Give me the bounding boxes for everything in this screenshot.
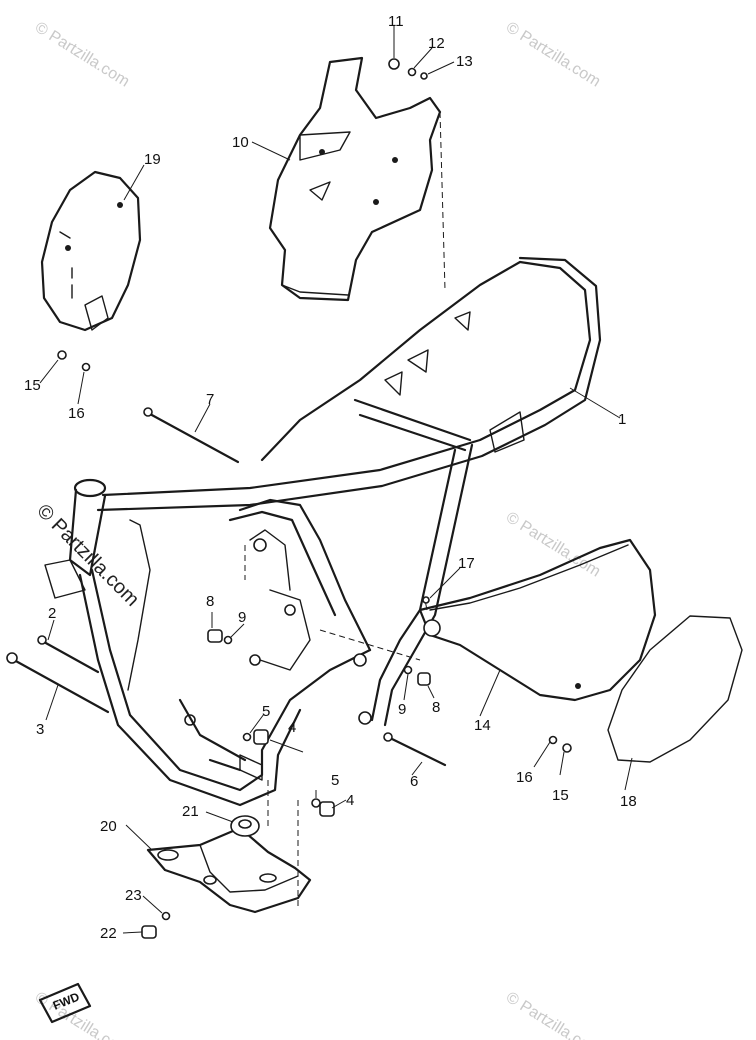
callout-22: 22	[100, 925, 117, 942]
callout-17: 17	[458, 555, 475, 572]
callout-6: 6	[410, 773, 418, 790]
watermark-bottom-right: © Partzilla.com	[503, 989, 603, 1040]
callout-16a: 16	[68, 405, 85, 422]
callout-9a: 9	[238, 609, 246, 626]
main-frame	[44, 256, 602, 807]
callout-5b: 5	[331, 772, 339, 789]
callout-9b: 9	[398, 701, 406, 718]
left-number-plate	[40, 170, 142, 332]
callout-11: 11	[388, 13, 404, 30]
callout-14: 14	[474, 717, 491, 734]
right-side-cover	[418, 538, 657, 702]
watermark-middle-left: © Partzilla.com	[32, 500, 143, 611]
callout-20: 20	[100, 818, 117, 835]
callout-15a: 15	[24, 377, 41, 394]
number-plate-backing	[607, 615, 743, 763]
callout-15b: 15	[552, 787, 569, 804]
callout-19: 19	[144, 151, 161, 168]
callout-10: 10	[232, 134, 249, 151]
callout-7: 7	[206, 391, 214, 408]
callout-5a: 5	[262, 703, 270, 720]
callout-13: 13	[456, 53, 473, 70]
leader-lines	[39, 26, 633, 934]
callout-21: 21	[182, 803, 199, 820]
callout-12: 12	[428, 35, 445, 52]
watermark-top-left: © Partzilla.com	[32, 19, 132, 91]
callout-16b: 16	[516, 769, 533, 786]
callout-3: 3	[36, 721, 44, 738]
engine-mount-bolts	[6, 407, 447, 767]
callout-labels: 1 2 3 4 4 5 5 6 7 8 8 9 9 10 11 12 13 14…	[24, 13, 637, 942]
callout-23: 23	[125, 887, 142, 904]
small-hardware	[57, 58, 572, 939]
callout-4b: 4	[346, 792, 354, 809]
callout-8b: 8	[432, 699, 440, 716]
callout-1: 1	[618, 411, 626, 428]
front-fender	[268, 56, 446, 302]
callout-8a: 8	[206, 593, 214, 610]
callout-18: 18	[620, 793, 637, 810]
damper	[230, 815, 260, 837]
watermark-top-right: © Partzilla.com	[503, 19, 603, 91]
skid-plate	[146, 780, 312, 914]
callout-2: 2	[48, 605, 56, 622]
watermarks: © Partzilla.com © Partzilla.com © Partzi…	[32, 19, 603, 1040]
callout-4a: 4	[288, 719, 296, 736]
